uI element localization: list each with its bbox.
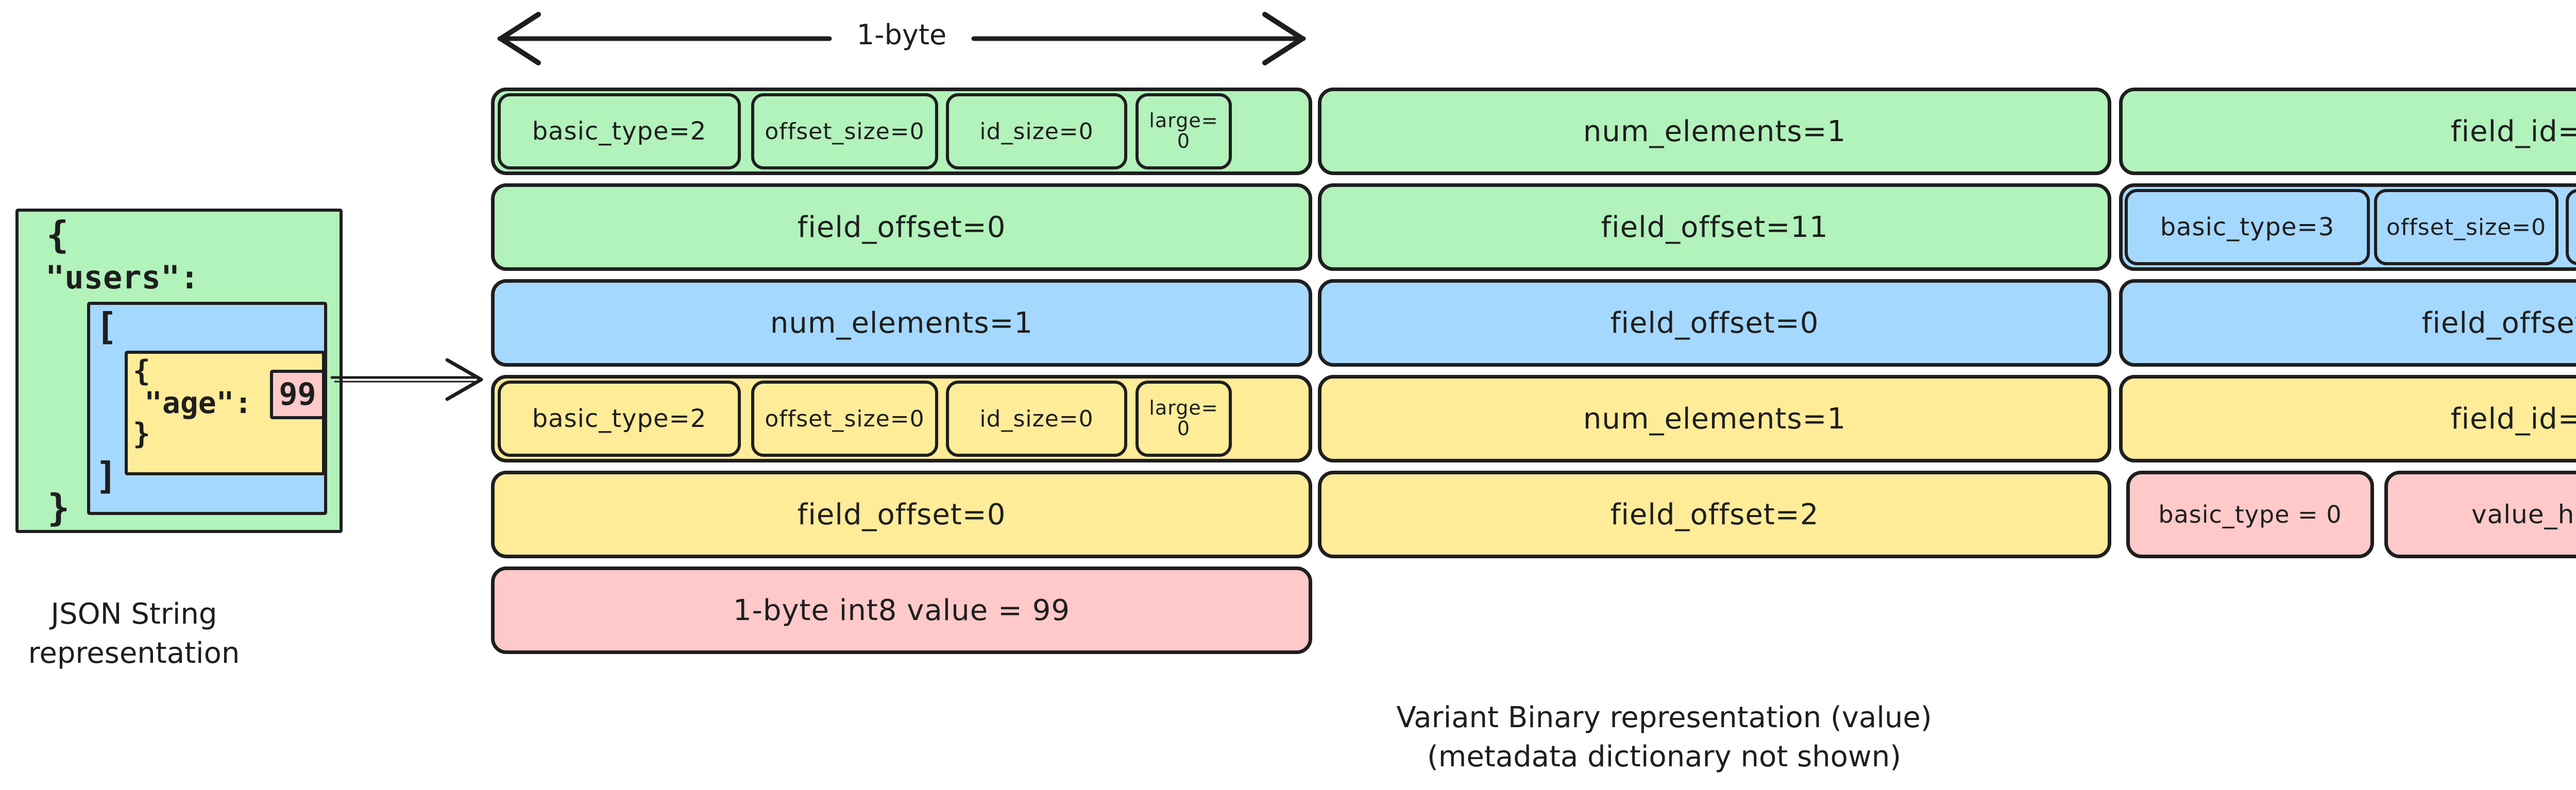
binary-cell-num-elements: num_elements=1 (1318, 375, 2111, 462)
binary-cell-field-offset: field_offset=0 (491, 183, 1312, 271)
json-figure-caption-line1: JSON String (50, 597, 217, 631)
binary-cell-field-offset: field_offset=2 (1318, 471, 2111, 558)
segment-label: basic_type=3 (2160, 213, 2335, 242)
byte-width-label: 1-byte (856, 19, 947, 51)
segment-label: offset_size=0 (765, 405, 925, 432)
binary-cell-basic-type: basic_type = 0 (2126, 471, 2374, 558)
segment-large-flag: large= 0 (1136, 93, 1232, 169)
segment-id-size: id_size=0 (946, 93, 1127, 169)
segment-label-line1: large= (1149, 397, 1218, 420)
byte-width-arrow (497, 12, 1306, 65)
binary-cell-field-offset: field_offset=0 (491, 471, 1312, 558)
json-open-brace: { (46, 213, 69, 256)
segment-offset-size: offset_size=0 (751, 381, 938, 457)
segment-id-size: id_size=0 (946, 381, 1127, 457)
binary-cell-value-header: value_header = Type ID = 3 (2384, 471, 2576, 558)
binary-cell-r2-byte-header: basic_type=3 offset_size=0 large= 0 (2119, 183, 2576, 271)
json-age-key: "age": (144, 385, 252, 420)
segment-label: offset_size=0 (2386, 214, 2547, 241)
segment-basic-type: basic_type=2 (498, 381, 741, 457)
segment-offset-size: offset_size=0 (751, 93, 938, 169)
json-age-value: 99 (279, 376, 316, 413)
json-open-bracket: [ (95, 305, 118, 348)
segment-large-flag: large= 0 (1136, 381, 1232, 457)
segment-label: basic_type=2 (532, 404, 707, 433)
binary-cell-num-elements: num_elements=1 (491, 279, 1312, 367)
segment-label-line2: 0 (1177, 417, 1191, 440)
json-figure-caption-line2: representation (28, 636, 240, 670)
binary-caption-line2: (metadata dictionary not shown) (1427, 740, 1902, 774)
binary-cell-int8-value: 1-byte int8 value = 99 (491, 566, 1312, 654)
binary-caption-line1: Variant Binary representation (value) (1396, 701, 1932, 734)
binary-cell-r4-byte-header: basic_type=2 offset_size=0 id_size=0 lar… (491, 375, 1312, 462)
json-users-key: "users": (45, 259, 199, 296)
segment-label: basic_type=2 (532, 117, 707, 146)
binary-cell-r1-byte-header: basic_type=2 offset_size=0 id_size=0 lar… (491, 88, 1312, 175)
json-close-bracket: ] (95, 454, 118, 497)
segment-label: id_size=0 (979, 118, 1094, 145)
segment-offset-size: offset_size=0 (2374, 189, 2558, 265)
binary-cell-field-offset: field_offset=7 (2119, 279, 2576, 367)
json-to-binary-arrow (330, 358, 483, 401)
binary-cell-field-offset: field_offset=11 (1318, 183, 2111, 271)
binary-cell-field-id: field_id=0 (2119, 88, 2576, 175)
json-age-value-box: 99 (270, 370, 325, 419)
json-inner-open-brace: { (133, 354, 150, 388)
segment-large-flag: large= 0 (2566, 189, 2576, 265)
segment-label: large= 0 (1149, 398, 1218, 439)
segment-label: id_size=0 (979, 405, 1094, 432)
segment-label: large= 0 (1149, 109, 1218, 152)
segment-label: offset_size=0 (765, 118, 925, 145)
segment-basic-type: basic_type=2 (498, 93, 741, 169)
binary-cell-field-offset: field_offset=0 (1318, 279, 2111, 367)
json-close-brace: } (47, 486, 70, 529)
segment-label-line1: large= (1149, 109, 1218, 132)
segment-basic-type: basic_type=3 (2125, 189, 2370, 265)
binary-cell-field-id: field_id=0 (2119, 375, 2576, 462)
json-inner-close-brace: } (133, 417, 150, 451)
json-figure-caption: JSON String representation (0, 595, 268, 673)
binary-cell-num-elements: num_elements=1 (1318, 88, 2111, 175)
segment-label-line2: 0 (1177, 130, 1191, 152)
binary-caption: Variant Binary representation (value) (m… (1319, 698, 2009, 776)
